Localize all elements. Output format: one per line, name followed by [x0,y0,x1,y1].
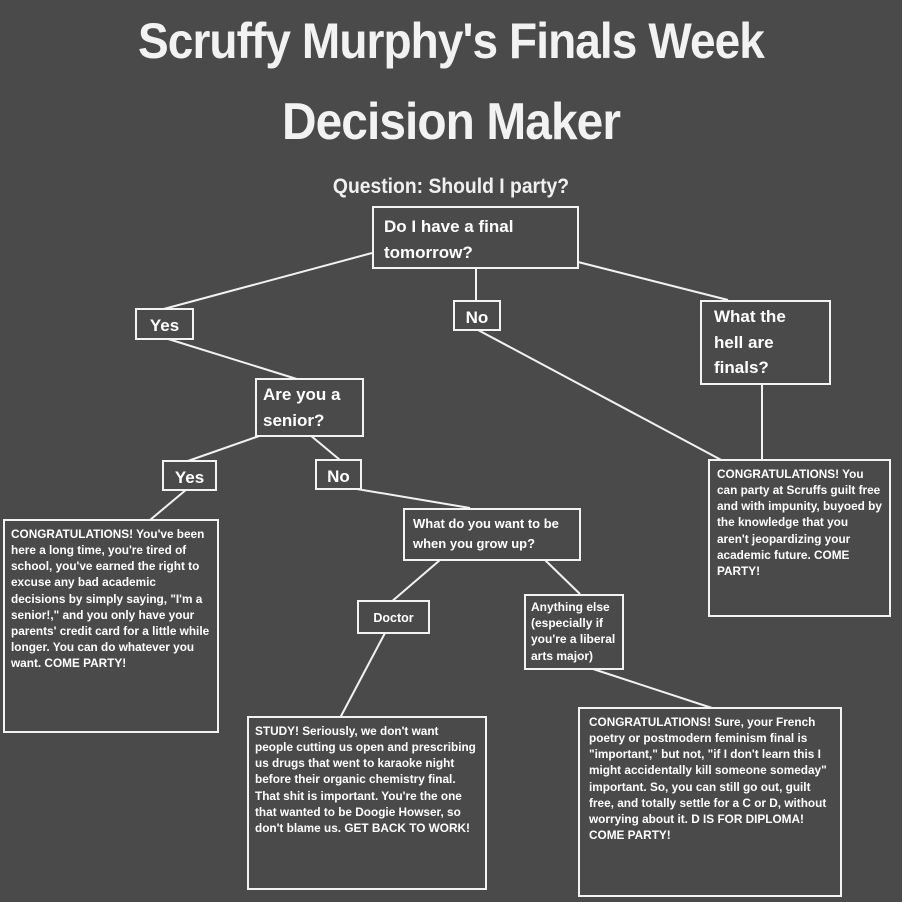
node-grow-up-question: What do you want to be when you grow up? [403,508,581,561]
node-no-senior: No [315,459,362,490]
edge-root-yes [159,252,373,311]
node-yes-final: Yes [135,308,194,340]
edge-doctor-result [339,632,386,719]
node-yes-final-label: Yes [149,316,180,335]
node-no-final-label: No [465,308,489,327]
title-line-2: Decision Maker [281,93,621,151]
edge-growup-doctor [389,559,441,604]
node-anything-else-text: Anything else (especially if you're a li… [531,600,616,663]
result-liberal-arts-text: CONGRATULATIONS! Sure, your French poetr… [589,715,827,843]
edge-senior-no [309,434,341,461]
node-yes-senior: Yes [162,460,217,491]
node-no-senior-label: No [327,467,350,486]
node-final-tomorrow-text: Do I have a final tomorrow? [384,217,514,263]
node-what-are-finals-text: What the hell are finals? [714,307,786,377]
node-doctor-label: Doctor [373,611,414,625]
node-grow-up-question-text: What do you want to be when you grow up? [413,516,559,552]
result-no-final-text: CONGRATULATIONS! You can party at Scruff… [717,467,882,578]
edge-no-result [477,329,726,463]
result-liberal-arts-congratulations: CONGRATULATIONS! Sure, your French poetr… [578,707,842,897]
result-senior-congratulations: CONGRATULATIONS! You've been here a long… [3,519,219,733]
node-senior-question: Are you a senior? [255,378,364,437]
result-doctor-text: STUDY! Seriously, we don't want people c… [255,724,476,835]
node-doctor: Doctor [357,600,430,634]
edge-anything-result [589,667,713,709]
result-doctor-study: STUDY! Seriously, we don't want people c… [247,716,487,890]
edge-senior-yes [184,434,263,463]
edge-growup-anything [544,559,581,595]
edge-yes-senior-result [149,488,188,521]
edge-yes-senior [164,337,301,381]
node-no-final: No [453,300,501,331]
node-anything-else: Anything else (especially if you're a li… [524,594,624,670]
title-line-1: Scruffy Murphy's Finals Week [138,13,765,69]
node-yes-senior-label: Yes [174,468,205,487]
node-what-are-finals: What the hell are finals? [700,300,831,385]
result-senior-text: CONGRATULATIONS! You've been here a long… [11,527,210,671]
question-label: Question: Should I party? [332,175,570,198]
edge-root-what [577,261,729,301]
node-senior-question-text: Are you a senior? [263,385,341,430]
edge-no-growup [344,486,471,509]
result-no-final-congratulations: CONGRATULATIONS! You can party at Scruff… [708,459,891,617]
node-final-tomorrow-question: Do I have a final tomorrow? [372,206,579,269]
